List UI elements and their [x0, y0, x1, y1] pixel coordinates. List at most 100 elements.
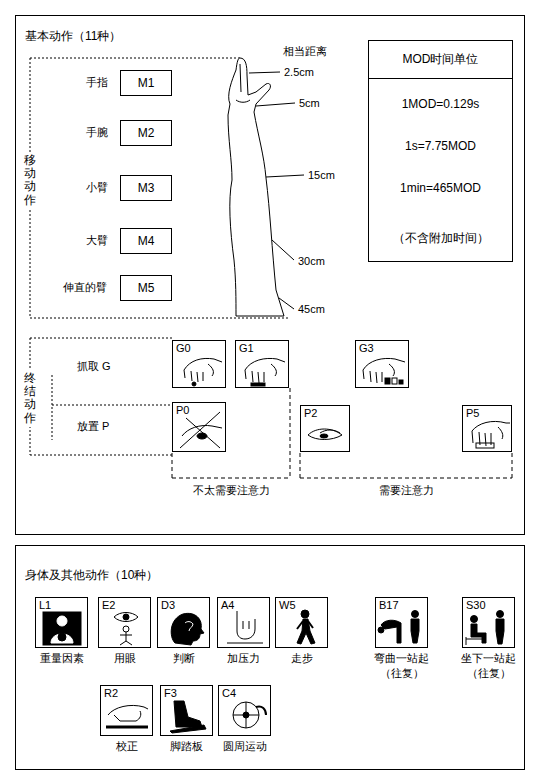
- text-label: 伸直的臂: [62, 281, 108, 294]
- separator: [369, 78, 512, 79]
- text-label: 需要注意力: [378, 484, 435, 497]
- text-label: 大臂: [85, 234, 109, 247]
- guide-lines: [30, 58, 290, 455]
- icon-box: F3脚踏板: [160, 685, 213, 736]
- box-text: M2: [138, 126, 155, 140]
- code-label: F3: [164, 687, 177, 700]
- code-label: B17: [379, 599, 399, 612]
- icon-box: A4加压力: [217, 597, 270, 648]
- code-label: W5: [279, 599, 296, 612]
- box-text: 走步: [291, 652, 313, 665]
- walk-icon: [297, 610, 315, 644]
- text-label: 手腕: [85, 126, 109, 139]
- text-label: 30cm: [297, 255, 326, 268]
- text-label: 45cm: [297, 303, 326, 316]
- panel: 基本动作（11种） M1M2M3M4M5 MOD时间单位 1MOD=0.129s 1s=…: [15, 15, 525, 535]
- motion-box: M5: [120, 275, 172, 301]
- box-text: 校正: [116, 740, 138, 753]
- weight-icon: [43, 612, 81, 645]
- motion-box: M3: [120, 175, 172, 201]
- grab-icon: [363, 358, 405, 384]
- box-text: 1MOD=0.129s: [402, 97, 480, 111]
- box-text: M4: [138, 234, 155, 248]
- box-text: 加压力: [227, 652, 260, 665]
- press-icon: [227, 611, 263, 643]
- arm-drawing: [228, 58, 284, 316]
- box-text: 圆周运动: [223, 740, 267, 753]
- box-text: （不含附加时间）: [393, 231, 489, 245]
- code-label: P2: [304, 407, 317, 420]
- panel: 身体及其他动作（10种）L1重量因素E2用眼D3判断A4加压力W5走步B17弯曲…: [15, 545, 525, 770]
- box-text: M3: [138, 181, 155, 195]
- code-label: D3: [161, 599, 175, 612]
- box-text: 坐下一站起: [461, 652, 516, 665]
- code-label: A4: [221, 599, 234, 612]
- eye-icon: [114, 613, 138, 646]
- icon-box: E2用眼: [98, 597, 151, 648]
- box-text: 1min=465MOD: [400, 181, 481, 195]
- text-label: 相当距离: [282, 45, 328, 58]
- icon-box: W5走步: [275, 597, 328, 648]
- box-text: 1s=7.75MOD: [405, 139, 476, 153]
- icon-box: P5: [462, 405, 512, 452]
- text-label: 小臂: [85, 181, 109, 194]
- code-label: R2: [104, 687, 118, 700]
- code-label: G0: [176, 342, 191, 355]
- vertical-label: 移动动作: [23, 152, 37, 209]
- sit-icon: [466, 611, 504, 646]
- icon-box: L1重量因素: [35, 597, 88, 648]
- box-text: 判断: [173, 652, 195, 665]
- box-text: 重量因素: [40, 652, 84, 665]
- judge-icon: [171, 613, 204, 645]
- icon-box: R2校正: [100, 685, 153, 736]
- code-label: E2: [102, 599, 115, 612]
- arm-detail: [236, 64, 250, 102]
- icon-box: B17弯曲一站起（往复）: [375, 597, 428, 648]
- text-label: 15cm: [307, 169, 336, 182]
- vertical-label: 终结动作: [23, 370, 37, 427]
- icon-box: G0: [172, 340, 226, 388]
- place-icon: [472, 421, 510, 448]
- icon-box: G3: [355, 340, 409, 388]
- motion-box: M1: [120, 70, 172, 96]
- code-label: S30: [466, 599, 486, 612]
- code-label: G1: [239, 342, 254, 355]
- icon-box: S30坐下一站起（往复）: [462, 597, 515, 648]
- box-text: 身体及其他动作（10种）: [25, 568, 158, 582]
- code-label: G3: [359, 342, 374, 355]
- motion-box: M4: [120, 228, 172, 254]
- place-icon: [180, 412, 222, 448]
- crank-icon: [233, 702, 266, 728]
- box-text: 基本动作（11种）: [25, 29, 121, 43]
- box-text: M5: [138, 281, 155, 295]
- grab-icon: [245, 358, 285, 386]
- box-text: 脚踏板: [170, 740, 203, 753]
- icon-box: C4圆周运动: [218, 685, 271, 736]
- code-label: C4: [222, 687, 236, 700]
- icon-box: P0: [172, 402, 226, 452]
- text-label: 手指: [85, 76, 109, 89]
- icon-box: G1: [235, 340, 289, 388]
- text-label: 放置 P: [76, 420, 110, 433]
- box-text: MOD时间单位: [403, 52, 479, 66]
- box-text: （往复）: [467, 667, 511, 680]
- unit-box: MOD时间单位 1MOD=0.129s 1s=7.75MOD 1min=465MOD （…: [368, 40, 513, 262]
- icon-box: D3判断: [157, 597, 210, 648]
- box-text: 弯曲一站起: [374, 652, 429, 665]
- text-label: 不太需要注意力: [192, 484, 271, 497]
- grab-icon: [184, 358, 222, 386]
- place-icon: [308, 429, 342, 440]
- text-label: 5cm: [298, 97, 321, 110]
- leader-lines: [249, 72, 304, 309]
- adjust-icon: [106, 705, 148, 727]
- code-label: L1: [39, 599, 51, 612]
- code-label: P5: [466, 407, 479, 420]
- text-label: 抓取 G: [76, 360, 112, 373]
- bend-icon: [378, 611, 419, 644]
- motion-box: M2: [120, 120, 172, 146]
- code-label: P0: [176, 404, 189, 417]
- attention-brackets: [172, 388, 512, 478]
- box-text: 用眼: [114, 652, 136, 665]
- pedal-icon: [170, 701, 206, 733]
